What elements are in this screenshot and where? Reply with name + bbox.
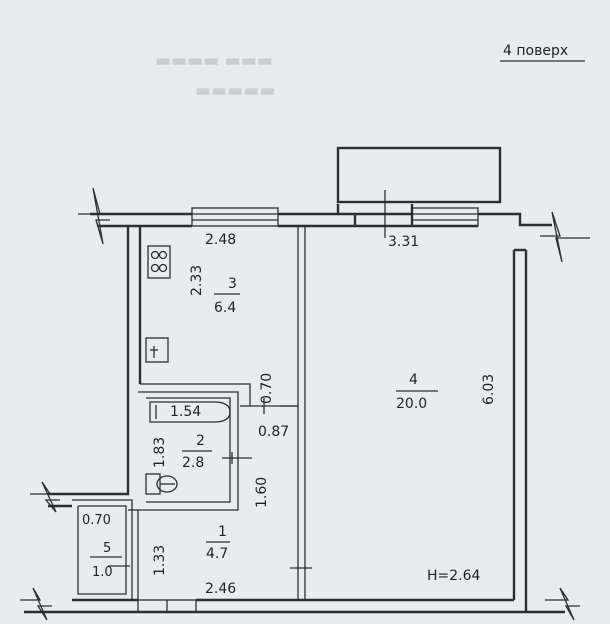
dimension-passage-depth: 0.87 (258, 424, 289, 440)
dimension-kitchen-depth: 2.33 (189, 265, 205, 296)
balcony (336, 146, 502, 204)
dimension-hall-depth: 1.33 (152, 545, 168, 576)
dimension-closet-width: 0.70 (82, 513, 111, 528)
room-1-number: 1 (218, 524, 227, 540)
toilet-icon (145, 473, 178, 495)
room-2-number: 2 (196, 433, 205, 449)
bathtub-icon (149, 401, 231, 423)
room-4-area: 20.0 (396, 396, 427, 412)
room-3-area: 6.4 (214, 300, 236, 316)
room-4-number: 4 (409, 372, 418, 388)
exterior-wall-right (512, 248, 528, 612)
exterior-wall-bottom (20, 587, 580, 621)
dimension-passage-width: 0.70 (259, 373, 275, 404)
window-kitchen (191, 207, 279, 227)
dimension-bath-side: 1.60 (254, 477, 270, 508)
room-5-number: 5 (103, 541, 111, 556)
room-2-area: 2.8 (182, 455, 204, 471)
floor-label: 4 поверх (503, 43, 568, 59)
dimension-living-depth: 6.03 (481, 374, 497, 405)
stove-icon (147, 245, 171, 279)
exterior-wall-left (30, 226, 142, 513)
interior-walls (72, 226, 306, 600)
window-living-room (411, 207, 479, 227)
dimension-kitchen-width: 2.48 (205, 232, 236, 248)
room-3-number: 3 (228, 276, 237, 292)
background-trace: ▬▬▬▬ ▬▬▬ (155, 51, 273, 71)
kitchen-sink-icon (145, 337, 169, 363)
dimension-hall-width: 2.46 (205, 581, 236, 597)
background-trace: ▬▬▬▬▬ (195, 81, 275, 101)
dimension-bath-depth: 1.83 (152, 437, 168, 468)
dimension-living-width: 3.31 (388, 234, 419, 250)
dimension-bath-width: 1.54 (170, 404, 201, 420)
room-1-area: 4.7 (206, 546, 228, 562)
room-5-area: 1.0 (92, 565, 113, 580)
ceiling-height-label: H=2.64 (427, 568, 481, 584)
